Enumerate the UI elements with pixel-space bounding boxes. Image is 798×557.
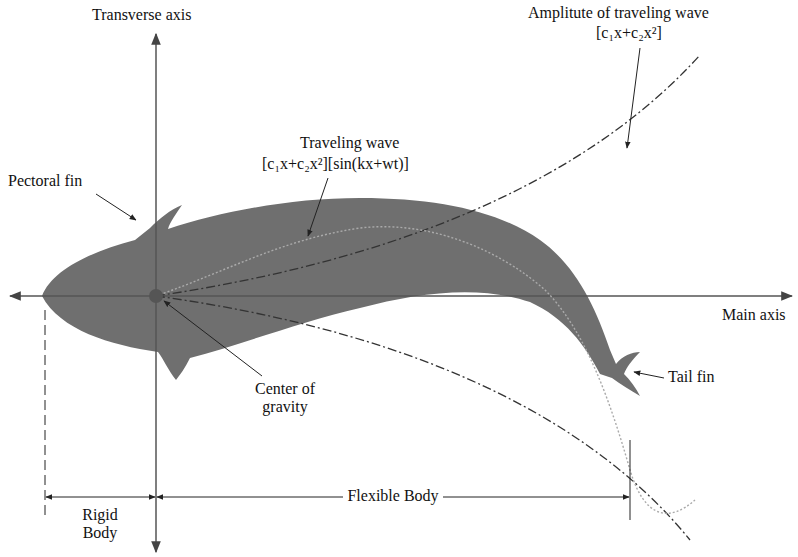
curve-label: Traveling wave: [300, 134, 399, 152]
region-label: Rigid Body: [75, 506, 125, 543]
center-of-gravity: [149, 289, 163, 303]
formula-label: [c₁x+c₂x²]: [596, 24, 662, 42]
part-label: Center of gravity: [245, 380, 325, 417]
axis-label: Main axis: [722, 306, 786, 324]
part-label: Tail fin: [668, 368, 714, 386]
extension-line: [45, 310, 46, 520]
leader-line: [308, 178, 328, 236]
formula-label: [c₁x+c₂x²][sin(kx+wt)]: [262, 155, 409, 173]
curve-label: Amplitute of traveling wave: [528, 4, 709, 22]
part-label: Pectoral fin: [8, 172, 82, 190]
traveling-wave: [156, 227, 695, 514]
main-axis: [10, 295, 792, 297]
leader-line: [627, 48, 640, 148]
leader-line: [164, 301, 262, 376]
axis-label: Transverse axis: [92, 6, 191, 24]
dimension-line: [46, 497, 155, 498]
amplitude-curve: [156, 55, 700, 296]
amplitude-curve: [156, 296, 690, 540]
region-label: Flexible Body: [343, 487, 442, 505]
extension-line: [630, 440, 631, 520]
fish-body: [42, 198, 640, 396]
leader-line: [96, 194, 136, 220]
leader-line: [634, 372, 664, 378]
